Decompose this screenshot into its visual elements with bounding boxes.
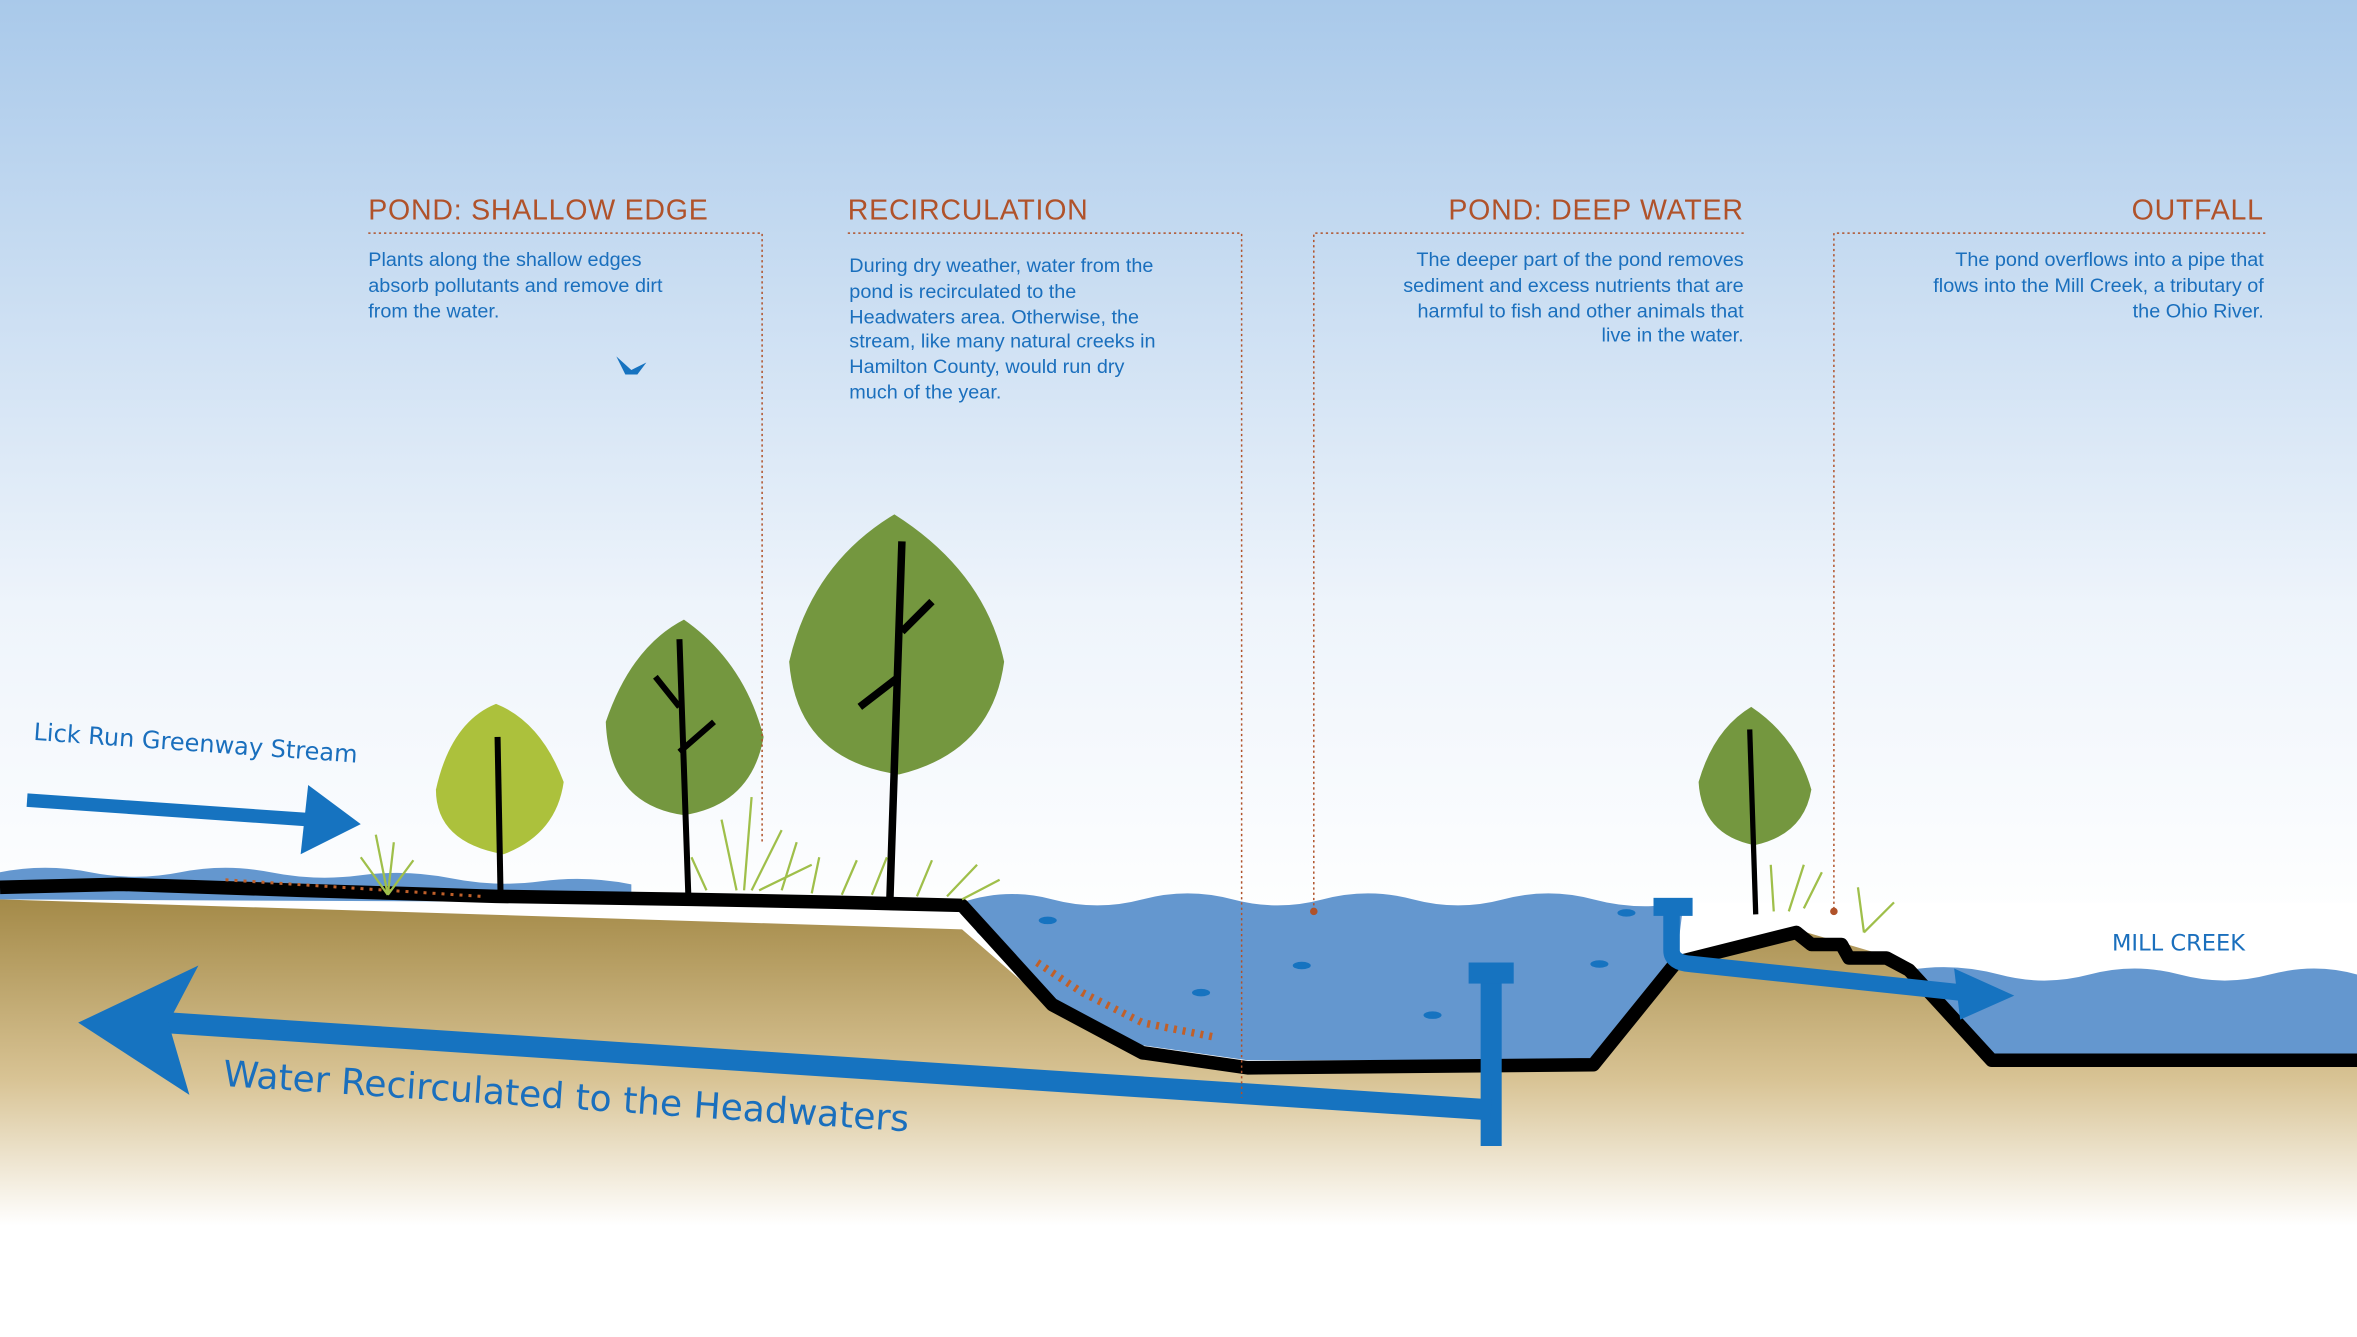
pond-liner: [0, 877, 2357, 1075]
grass: [359, 796, 1895, 934]
svg-text:harmful to fish and other anim: harmful to fish and other animals that: [1418, 300, 1745, 322]
fish: [1038, 909, 1636, 1019]
tree: [605, 619, 764, 900]
section-title: POND: SHALLOW EDGE: [368, 195, 708, 227]
mill-creek-water: [1909, 967, 2357, 1056]
svg-text:Plants along the shallow edges: Plants along the shallow edges: [368, 249, 641, 271]
recirculation-arrow: [78, 962, 1514, 1146]
mill-creek-label: MILL CREEK: [2112, 930, 2246, 956]
leader-lines: [368, 232, 2266, 1098]
svg-text:sediment and excess nutrients: sediment and excess nutrients that are: [1403, 275, 1743, 297]
svg-text:flows into the Mill Creek, a t: flows into the Mill Creek, a tributary o…: [1933, 275, 2264, 297]
sky: [0, 0, 2357, 933]
svg-text:During dry weather, water from: During dry weather, water from the: [849, 255, 1153, 277]
bird-icon: [616, 356, 647, 375]
section-recirculation: RECIRCULATION During dry weather, water …: [848, 195, 1156, 404]
svg-text:much of the year.: much of the year.: [849, 382, 1001, 404]
svg-text:The pond overflows into a pipe: The pond overflows into a pipe that: [1955, 249, 2264, 271]
tree: [1698, 706, 1812, 915]
section-title: RECIRCULATION: [848, 195, 1089, 227]
svg-text:absorb pollutants and remove d: absorb pollutants and remove dirt: [368, 275, 663, 297]
svg-text:pond is recirculated to the: pond is recirculated to the: [849, 281, 1076, 303]
svg-text:Hamilton County, would run dry: Hamilton County, would run dry: [849, 356, 1124, 378]
section-title: OUTFALL: [2132, 195, 2264, 227]
svg-text:from the water.: from the water.: [368, 300, 499, 322]
section-outfall: OUTFALL The pond overflows into a pipe t…: [1933, 195, 2264, 323]
svg-text:The deeper part of the pond re: The deeper part of the pond removes: [1416, 249, 1743, 271]
svg-text:stream, like many natural cree: stream, like many natural creeks in: [849, 330, 1155, 352]
section-shallow-edge: POND: SHALLOW EDGE Plants along the shal…: [368, 195, 708, 323]
tree: [789, 514, 1005, 900]
section-title: POND: DEEP WATER: [1448, 195, 1743, 227]
section-deep-water: POND: DEEP WATER The deeper part of the …: [1403, 195, 1744, 347]
svg-text:Headwaters area. Otherwise, t: Headwaters area. Otherwise, the: [849, 306, 1139, 328]
svg-text:live in the water.: live in the water.: [1602, 324, 1744, 346]
stream-arrow: [26, 785, 361, 855]
tree: [435, 703, 564, 895]
svg-text:the Ohio River.: the Ohio River.: [2133, 300, 2264, 322]
outfall-pipe-arrow: [1653, 897, 2015, 1020]
